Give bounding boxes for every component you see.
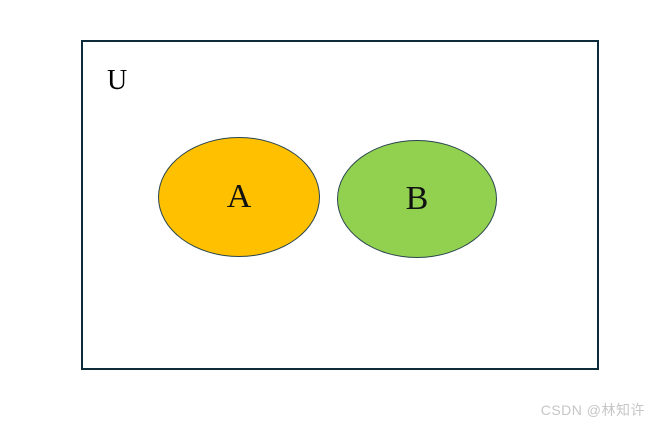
set-b-label: B bbox=[405, 180, 429, 217]
set-a-label: A bbox=[226, 178, 252, 215]
set-b-ellipse: B bbox=[337, 140, 497, 258]
universal-set-label: U bbox=[107, 65, 128, 96]
set-a-ellipse: A bbox=[158, 137, 320, 257]
watermark: CSDN @林知许 bbox=[540, 402, 645, 418]
